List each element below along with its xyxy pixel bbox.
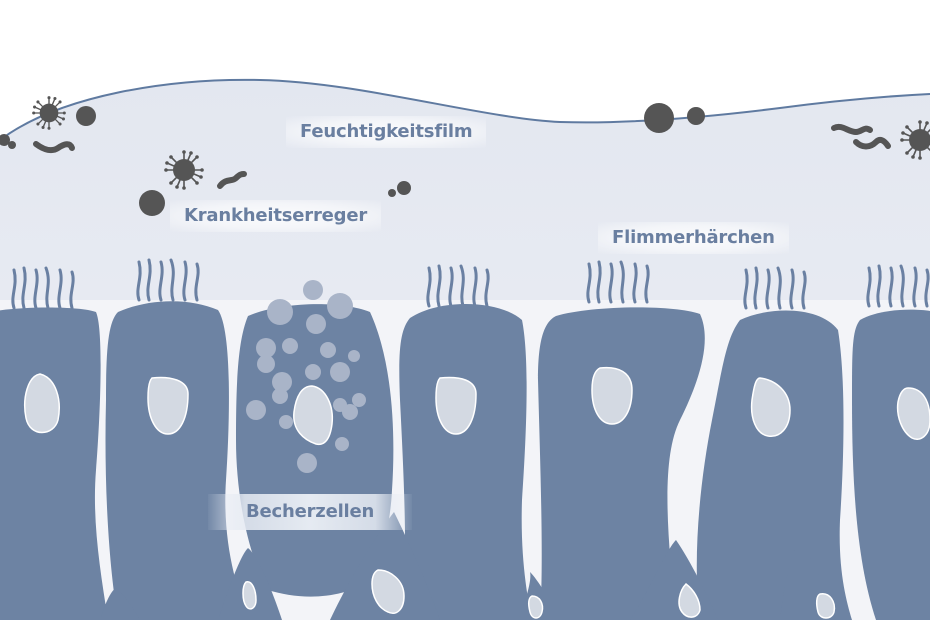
label-moisture-film: Feuchtigkeitsfilm <box>286 116 487 148</box>
label-cilia: Flimmerhärchen <box>598 222 789 254</box>
mucus-vesicles <box>246 280 366 473</box>
label-pathogens: Krankheitserreger <box>170 200 382 232</box>
ciliated-cells <box>0 301 930 620</box>
pathogens <box>0 95 930 216</box>
label-goblet-cells: Becherzellen <box>208 494 413 530</box>
basal-cells <box>100 512 842 620</box>
moisture-film-outline <box>0 78 930 141</box>
nuclei <box>24 366 930 619</box>
